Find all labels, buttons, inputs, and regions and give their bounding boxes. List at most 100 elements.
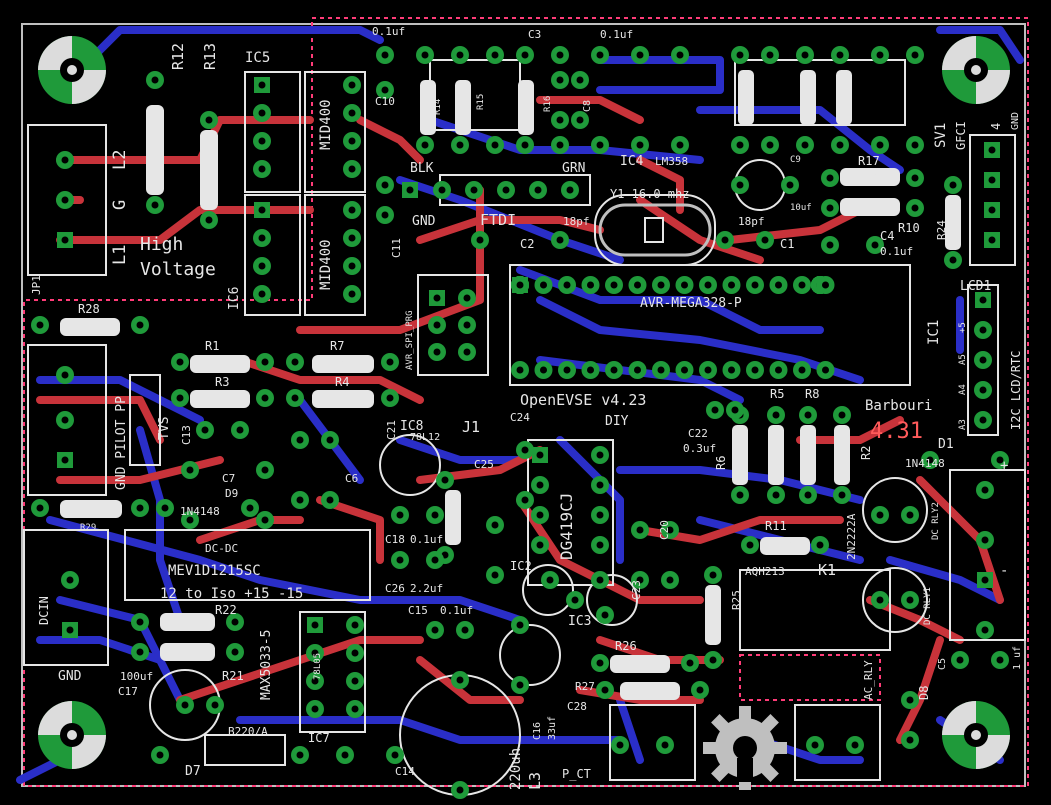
pad <box>531 476 549 494</box>
pad <box>746 276 764 294</box>
silk-label-c22-val: 0.3uf <box>683 442 716 455</box>
silk-label-ic1: IC1 <box>926 320 942 345</box>
pad <box>321 491 339 509</box>
silk-label-r3: R3 <box>215 375 229 389</box>
pad <box>206 696 224 714</box>
silk-label-r11: R11 <box>765 519 787 533</box>
pad <box>596 681 614 699</box>
pad <box>151 746 169 764</box>
pad <box>253 257 271 275</box>
pad <box>458 289 476 307</box>
silk-label-r2: R2 <box>859 446 873 460</box>
silk-label-lm358: LM358 <box>655 155 688 168</box>
pad <box>486 566 504 584</box>
silk-label-mev: MEV1D1215SC <box>168 563 261 579</box>
silk-label-c10: C10 <box>375 95 395 108</box>
silk-label-78l05: 78L05 <box>313 653 323 680</box>
pad <box>534 361 553 379</box>
silk-label-c3: C3 <box>528 28 541 41</box>
silk-label-l3-val: 220uh <box>508 748 524 790</box>
silk-label-r16: R16 <box>543 96 553 112</box>
pad <box>529 181 547 199</box>
silk-label-c17: C17 <box>118 685 138 698</box>
pad <box>781 176 799 194</box>
silkscreen-text: OpenEVSE v4.23DIYBarbouri4.31IC5IC6MID40… <box>30 25 1023 790</box>
pad <box>558 361 576 379</box>
pad <box>57 452 73 468</box>
silk-label-minus: - <box>1000 563 1008 579</box>
silk-label-j1: J1 <box>462 418 480 436</box>
silk-label-c10-val: 0.1uf <box>372 25 405 38</box>
pad <box>846 736 864 754</box>
pad <box>596 606 614 624</box>
silk-label-r25: R25 <box>730 590 743 610</box>
pad <box>831 136 849 154</box>
pad <box>722 276 741 294</box>
pad <box>631 521 649 539</box>
silk-label-c20: C20 <box>658 520 671 540</box>
pad <box>516 46 534 64</box>
pad <box>343 132 361 150</box>
pad <box>974 411 992 429</box>
pad <box>146 196 164 214</box>
pad <box>605 276 623 294</box>
pad <box>196 421 214 439</box>
pad <box>906 46 924 64</box>
silk-label-c2-val: 18pf <box>563 215 590 228</box>
pad <box>181 511 199 529</box>
pad <box>761 136 779 154</box>
pad <box>611 736 629 754</box>
pad <box>291 746 309 764</box>
silk-label-a3: A3 <box>958 419 968 430</box>
silk-label-ic2: IC2 <box>510 559 532 573</box>
silk-label-r22: R22 <box>215 603 237 617</box>
pad <box>56 191 74 209</box>
pad <box>551 231 569 249</box>
silk-label-ic7: IC7 <box>308 731 330 745</box>
pad <box>254 77 270 93</box>
pad <box>306 644 324 662</box>
silk-label-c14: C14 <box>395 765 415 778</box>
pad <box>591 654 609 672</box>
pad <box>991 451 1009 469</box>
silk-label-c5: C5 <box>937 658 948 670</box>
pad <box>906 199 924 217</box>
pad <box>291 431 309 449</box>
pad <box>429 290 445 306</box>
silk-label-dcdc: DC-DC <box>205 542 238 555</box>
silk-label-mid400-a: MID400 <box>318 99 334 150</box>
silk-label-mid400-b: MID400 <box>318 239 334 290</box>
pad <box>675 361 694 379</box>
pad <box>534 276 553 294</box>
silk-label-high: High <box>140 234 183 255</box>
pad <box>343 229 361 247</box>
silk-label-r27: R27 <box>575 680 595 693</box>
pad <box>731 136 749 154</box>
pad <box>451 671 469 689</box>
silk-label-l3: L3 <box>526 772 544 790</box>
pad <box>416 136 434 154</box>
silk-label-ac-rly: AC_RLY <box>862 660 875 700</box>
pad <box>256 389 274 407</box>
pad <box>571 111 589 129</box>
pad <box>901 591 919 609</box>
silk-label-c28: C28 <box>567 700 587 713</box>
pad <box>307 617 323 633</box>
pad <box>146 71 164 89</box>
pad <box>767 486 785 504</box>
pad <box>465 181 483 199</box>
pad <box>631 46 649 64</box>
pad <box>511 676 529 694</box>
pad <box>531 536 549 554</box>
pad <box>416 46 434 64</box>
pad <box>591 46 609 64</box>
pad <box>761 46 779 64</box>
pad <box>871 136 889 154</box>
pad <box>426 621 444 639</box>
pad <box>256 353 274 371</box>
silk-label-designer: Barbouri <box>865 398 932 414</box>
pad <box>56 411 74 429</box>
pad <box>661 521 679 539</box>
silk-label-c6: C6 <box>345 472 358 485</box>
